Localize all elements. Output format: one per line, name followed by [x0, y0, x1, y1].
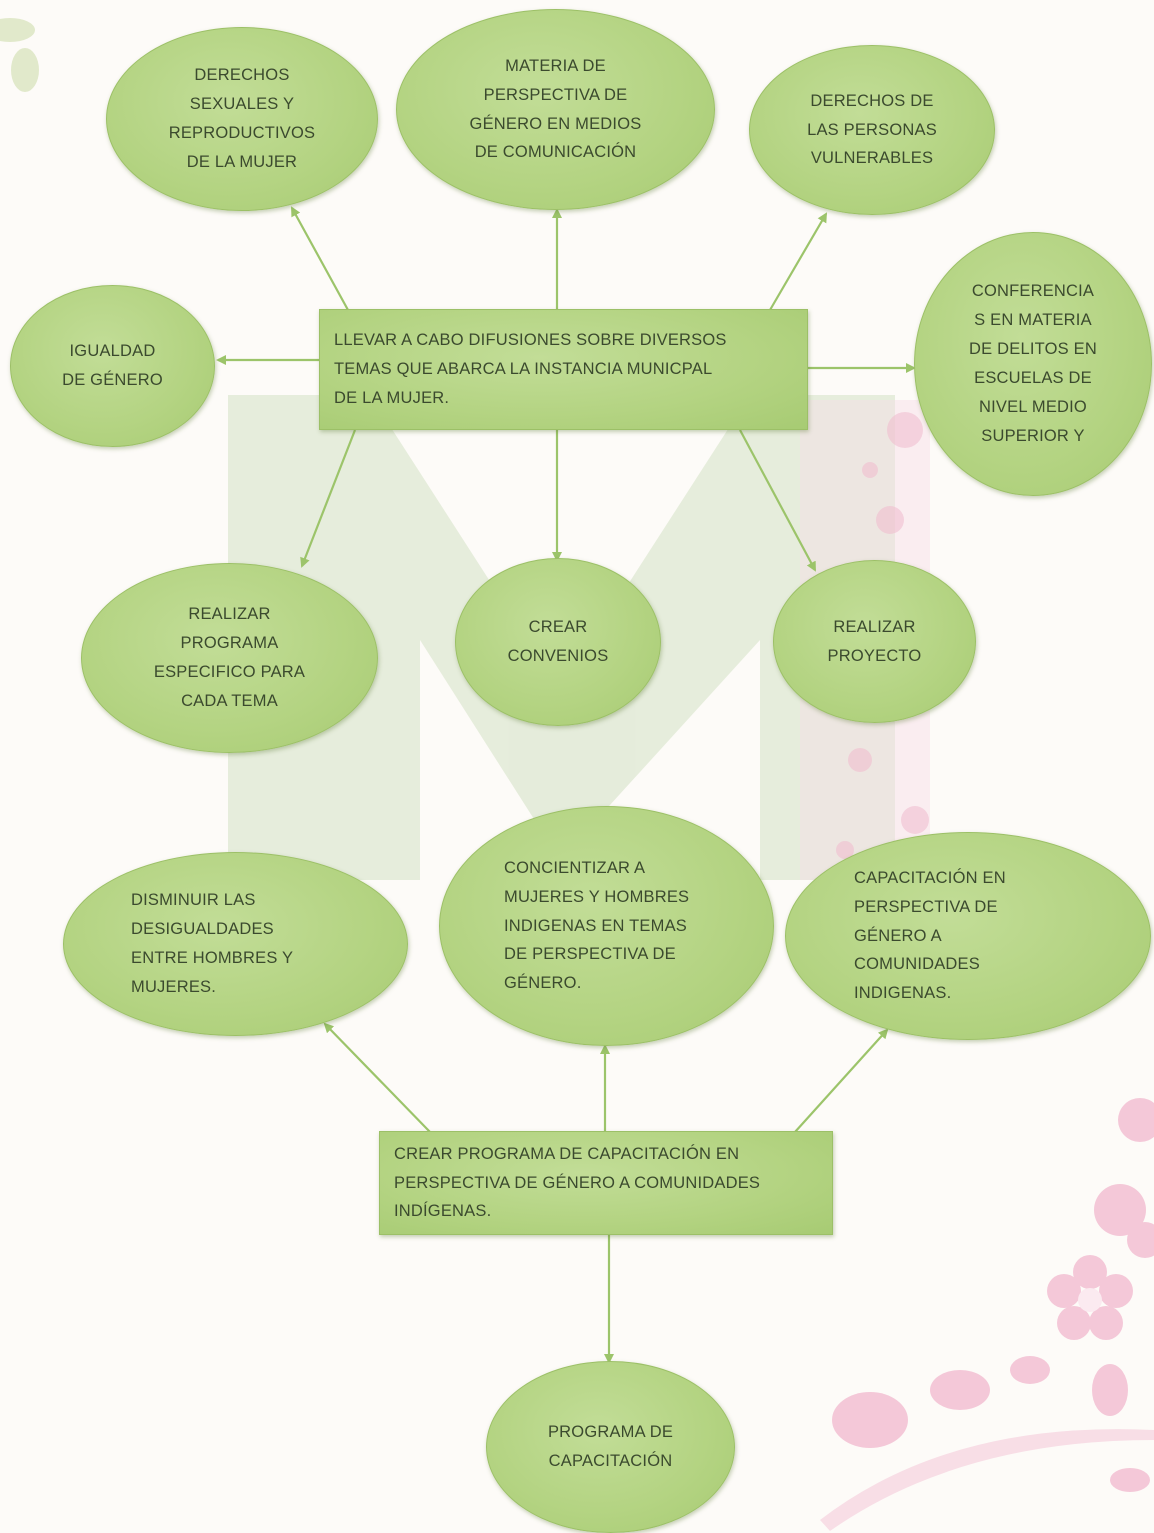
- node-realizar-proyecto: REALIZAR PROYECTO: [773, 560, 976, 723]
- node-programa-capacitacion-label: PROGRAMA DE CAPACITACIÓN: [547, 1423, 674, 1470]
- corner-flowers-bottom: [820, 1098, 1154, 1531]
- node-capacitacion-comunidades-label: CAPACITACIÓN EN PERSPECTIVA DE GÉNERO A …: [854, 868, 1006, 1003]
- node-disminuir-desigualdades-label: DISMINUIR LAS DESIGUALDADES ENTRE HOMBRE…: [131, 891, 294, 996]
- central-bottom-label: CREAR PROGRAMA DE CAPACITACIÓN EN PERSPE…: [394, 1144, 761, 1221]
- node-crear-convenios: CREAR CONVENIOS: [455, 558, 661, 726]
- node-concientizar-label: CONCIENTIZAR A MUJERES Y HOMBRES INDIGEN…: [504, 858, 690, 993]
- node-derechos-sexuales-label: DERECHOS SEXUALES Y REPRODUCTIVOS DE LA …: [168, 66, 316, 171]
- node-derechos-vulnerables-label: DERECHOS DE LAS PERSONAS VULNERABLES: [807, 91, 937, 168]
- node-crear-convenios-label: CREAR CONVENIOS: [507, 618, 609, 665]
- node-derechos-vulnerables: DERECHOS DE LAS PERSONAS VULNERABLES: [749, 45, 995, 215]
- node-realizar-programa: REALIZAR PROGRAMA ESPECIFICO PARA CADA T…: [81, 563, 378, 753]
- node-derechos-sexuales: DERECHOS SEXUALES Y REPRODUCTIVOS DE LA …: [106, 27, 378, 211]
- node-realizar-proyecto-label: REALIZAR PROYECTO: [827, 617, 922, 665]
- central-top-box: LLEVAR A CABO DIFUSIONES SOBRE DIVERSOS …: [319, 309, 808, 430]
- node-materia-perspectiva-label: MATERIA DE PERSPECTIVA DE GÉNERO EN MEDI…: [469, 56, 642, 162]
- node-programa-capacitacion: PROGRAMA DE CAPACITACIÓN: [486, 1361, 735, 1533]
- node-conferencias: CONFERENCIA S EN MATERIA DE DELITOS EN E…: [914, 232, 1152, 496]
- node-capacitacion-comunidades: CAPACITACIÓN EN PERSPECTIVA DE GÉNERO A …: [785, 832, 1151, 1040]
- central-top-label: LLEVAR A CABO DIFUSIONES SOBRE DIVERSOS …: [334, 331, 727, 407]
- node-realizar-programa-label: REALIZAR PROGRAMA ESPECIFICO PARA CADA T…: [153, 605, 306, 710]
- node-disminuir-desigualdades: DISMINUIR LAS DESIGUALDADES ENTRE HOMBRE…: [63, 852, 408, 1036]
- central-bottom-box: CREAR PROGRAMA DE CAPACITACIÓN EN PERSPE…: [379, 1131, 833, 1235]
- node-concientizar: CONCIENTIZAR A MUJERES Y HOMBRES INDIGEN…: [439, 806, 774, 1046]
- corner-flourish-top: [0, 18, 39, 92]
- node-igualdad-genero: IGUALDAD DE GÉNERO: [10, 285, 215, 447]
- node-materia-perspectiva: MATERIA DE PERSPECTIVA DE GÉNERO EN MEDI…: [396, 9, 715, 210]
- node-igualdad-genero-label: IGUALDAD DE GÉNERO: [62, 342, 163, 389]
- node-conferencias-label: CONFERENCIA S EN MATERIA DE DELITOS EN E…: [969, 282, 1097, 445]
